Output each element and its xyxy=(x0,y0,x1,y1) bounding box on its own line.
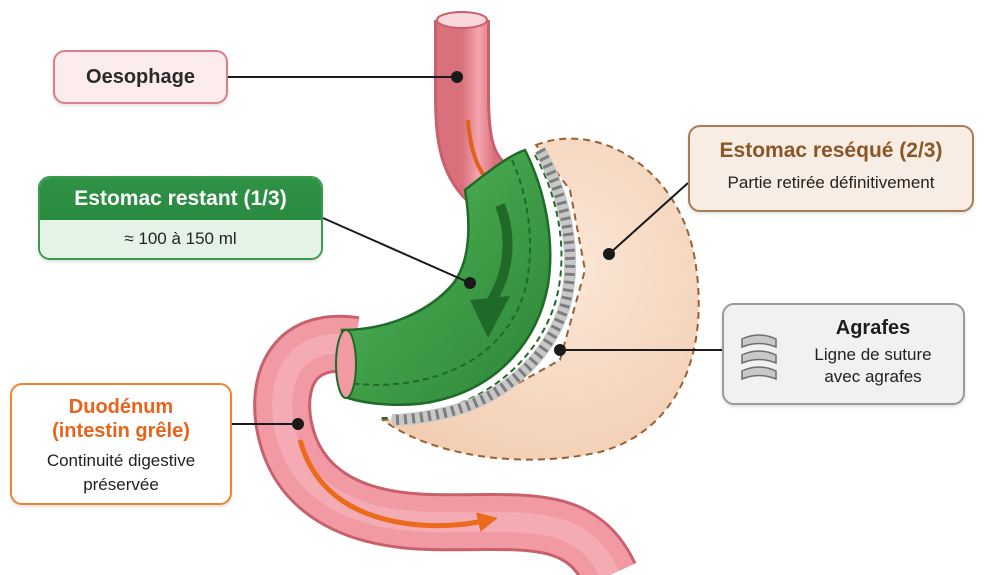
label-agrafes: Agrafes Ligne de suture avec agrafes xyxy=(722,303,965,405)
digestive-flow-arrow xyxy=(297,439,498,532)
label-duodenum-title-line1: Duodénum xyxy=(68,396,174,418)
label-estomac-reseque: Estomac reséqué (2/3) Partie retirée déf… xyxy=(688,125,974,212)
label-duodenum-title-line2: (intestin grêle) xyxy=(52,420,190,442)
pylorus-opening xyxy=(335,329,357,399)
label-estomac-restant-subtitle: ≈ 100 à 150 ml xyxy=(40,220,321,258)
staples-icon xyxy=(741,334,777,381)
label-oesophage-title: Oesophage xyxy=(86,66,195,88)
label-duodenum: Duodénum (intestin grêle) Continuité dig… xyxy=(10,383,232,505)
label-estomac-reseque-title: Estomac reséqué (2/3) xyxy=(719,139,943,162)
esophagus-opening xyxy=(436,11,488,29)
label-oesophage: Oesophage xyxy=(53,50,228,104)
label-agrafes-line2: avec agrafes xyxy=(824,367,922,386)
label-agrafes-title: Agrafes xyxy=(835,317,911,339)
label-duodenum-line2: préservée xyxy=(83,475,159,494)
label-agrafes-line1: Ligne de suture xyxy=(814,345,932,364)
label-estomac-restant-title: Estomac restant (1/3) xyxy=(40,178,321,220)
resected-stomach-shape xyxy=(380,137,700,461)
label-estomac-reseque-subtitle: Partie retirée définitivement xyxy=(727,173,935,192)
food-flow-arrow xyxy=(487,203,513,303)
remaining-stomach-shape xyxy=(340,148,552,407)
label-duodenum-line1: Continuité digestive xyxy=(46,451,196,470)
label-estomac-restant: Estomac restant (1/3) ≈ 100 à 150 ml xyxy=(38,176,323,260)
